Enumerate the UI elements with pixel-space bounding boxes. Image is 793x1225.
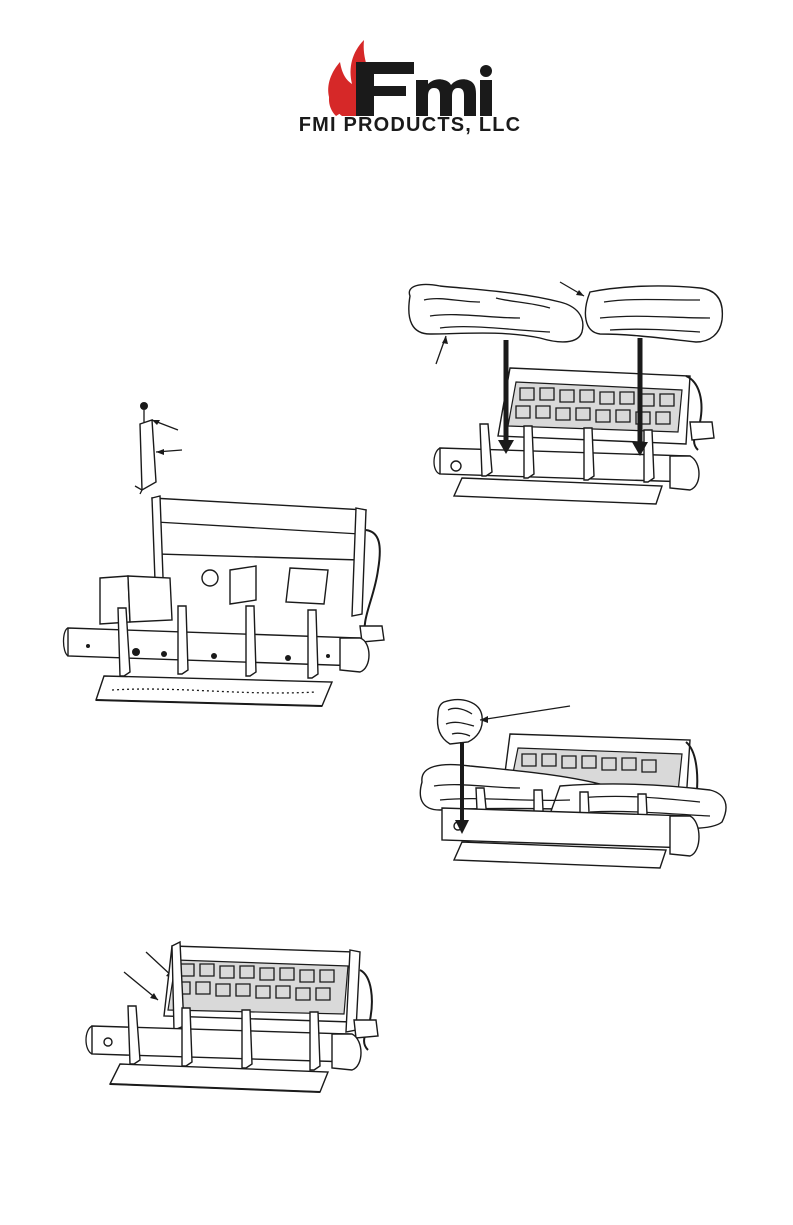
company-name: FMI PRODUCTS, LLC: [290, 114, 530, 137]
bracket-icon: [135, 420, 156, 494]
left-log-icon: [409, 284, 583, 341]
figure-small-log-install: [410, 692, 740, 882]
right-log-icon: [585, 286, 722, 342]
figure-ember-bed: [70, 930, 390, 1100]
figure-rear-log-install: [400, 272, 740, 512]
company-logo: FMI PRODUCTS, LLC: [290, 40, 530, 140]
small-log-icon: [438, 700, 483, 744]
figure-bracket-removal: [60, 390, 400, 720]
callout-arrow: [480, 706, 570, 720]
screw-icon: [140, 402, 148, 424]
flame-logo-icon: [312, 40, 512, 118]
